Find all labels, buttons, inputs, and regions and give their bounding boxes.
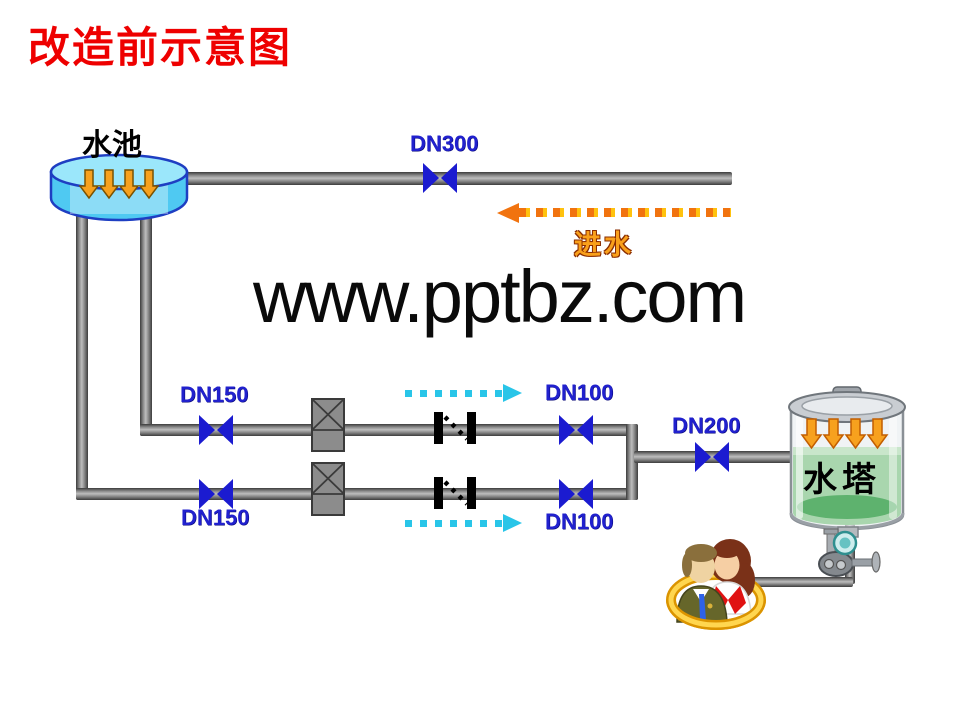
inlet-label: 进水 (574, 230, 634, 260)
flow-arrow-upper-head-icon (503, 384, 522, 402)
inlet-arrow-head-icon (497, 203, 519, 223)
pool-label: 水池 (82, 129, 142, 162)
valve-dn100-upper-icon (559, 415, 593, 445)
pool-inflow-arrows-icon (78, 169, 160, 200)
water-pool-cylinder (48, 142, 190, 226)
pipe-junction-riser (626, 424, 638, 500)
label-dn100-lower: DN100 (545, 509, 614, 534)
flow-arrow-upper-dashes-icon (405, 390, 503, 397)
flow-arrow-lower-head-icon (503, 514, 522, 532)
label-dn200: DN200 (672, 413, 741, 438)
tower-inflow-arrows-icon (800, 418, 889, 450)
pipe-lower-branch (76, 488, 638, 500)
label-dn100-upper: DN100 (545, 380, 614, 405)
pipe-left-riser (76, 200, 88, 500)
valve-dn150-lower-icon (199, 479, 233, 509)
label-dn150-upper: DN150 (180, 382, 249, 407)
valve-dn200-icon (695, 442, 729, 472)
drain-gauge-assembly-icon (816, 526, 888, 578)
water-tower-tank (786, 383, 908, 545)
pipe-drain-horizontal (752, 577, 853, 587)
pipe-upper-branch (140, 424, 638, 436)
inlet-arrow-dashes-icon (519, 208, 731, 217)
valve-dn300-icon (423, 163, 457, 193)
tower-label: 水塔 (803, 461, 881, 499)
valve-dn100-lower-icon (559, 479, 593, 509)
watermark-text: www.pptbz.com (253, 255, 747, 338)
page-title: 改造前示意图 (28, 24, 293, 71)
check-valve-upper-icon (434, 412, 476, 444)
operators-icon (664, 534, 766, 636)
check-valve-lower-icon (434, 477, 476, 509)
pipe-right-riser (140, 200, 152, 436)
label-dn150-lower: DN150 (181, 505, 250, 530)
valve-dn150-upper-icon (199, 415, 233, 445)
pump-lower-icon (311, 462, 345, 516)
flow-arrow-lower-dashes-icon (405, 520, 503, 527)
pump-upper-icon (311, 398, 345, 452)
label-dn300: DN300 (410, 131, 479, 156)
